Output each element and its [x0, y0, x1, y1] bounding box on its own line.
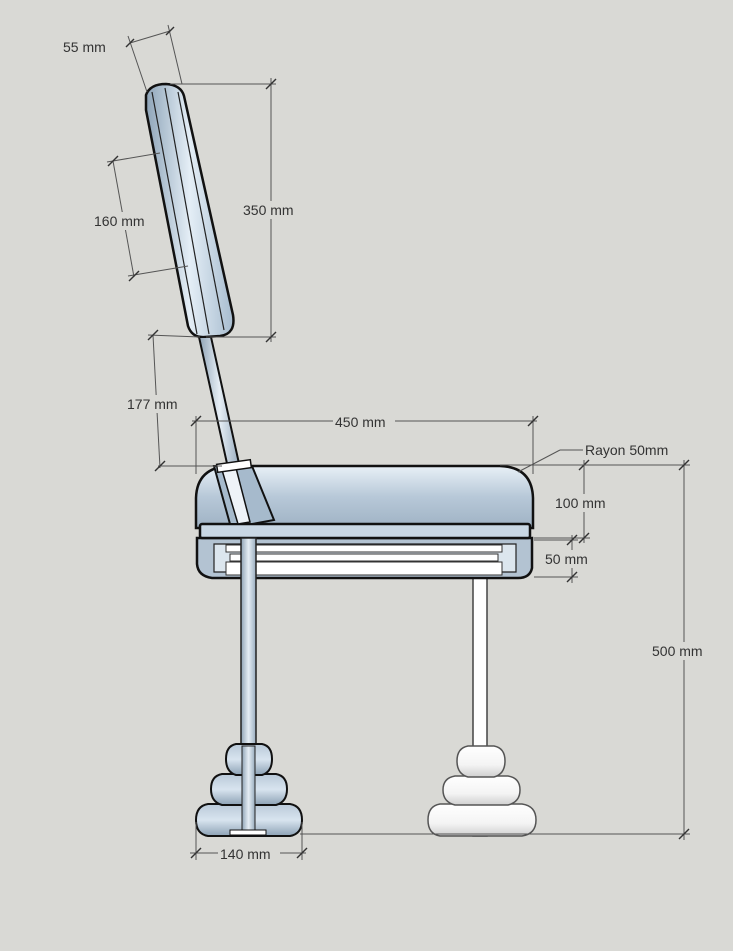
back-leg [194, 537, 304, 837]
back-foot-base-plate [229, 829, 267, 836]
seat-cushion [194, 464, 535, 530]
dim-corner-radius: Rayon 50mm [585, 442, 668, 458]
seat-rail-1 [225, 544, 503, 553]
backrest-post-rod [197, 336, 242, 469]
seat [194, 458, 535, 580]
dim-backrest-thickness: 55 mm [63, 39, 106, 55]
seat-rail-3 [225, 561, 503, 576]
seat-plate [198, 522, 532, 540]
backrest-inner-line-1 [151, 91, 198, 335]
front-foot-bottom [427, 803, 537, 837]
backrest-inner-line-3 [177, 91, 225, 331]
dim-post-gap: 177 mm [127, 396, 178, 412]
backrest-pad [144, 82, 235, 339]
front-foot [427, 745, 537, 837]
back-foot [194, 743, 304, 837]
seat-rail-2 [229, 553, 499, 562]
front-foot-middle [442, 775, 521, 806]
backrest-inner-line-2 [164, 87, 210, 335]
dimension-labels: 55 mm 350 mm 160 mm 177 mm 450 mm Rayon … [62, 38, 713, 863]
dim-backrest-inner: 160 mm [94, 213, 145, 229]
dim-cushion-height: 100 mm [555, 495, 606, 511]
backrest-post [197, 336, 242, 469]
front-foot-top [456, 745, 506, 778]
dim-seat-height: 500 mm [652, 643, 703, 659]
dim-seat-depth: 450 mm [335, 414, 386, 430]
front-leg [427, 547, 537, 837]
dim-frame-height: 50 mm [545, 551, 588, 567]
dim-backrest-height: 350 mm [243, 202, 294, 218]
backrest [144, 82, 235, 339]
dim-foot-diameter: 140 mm [220, 846, 271, 862]
back-foot-rod-through [241, 745, 256, 833]
backrest-collar [215, 458, 253, 474]
